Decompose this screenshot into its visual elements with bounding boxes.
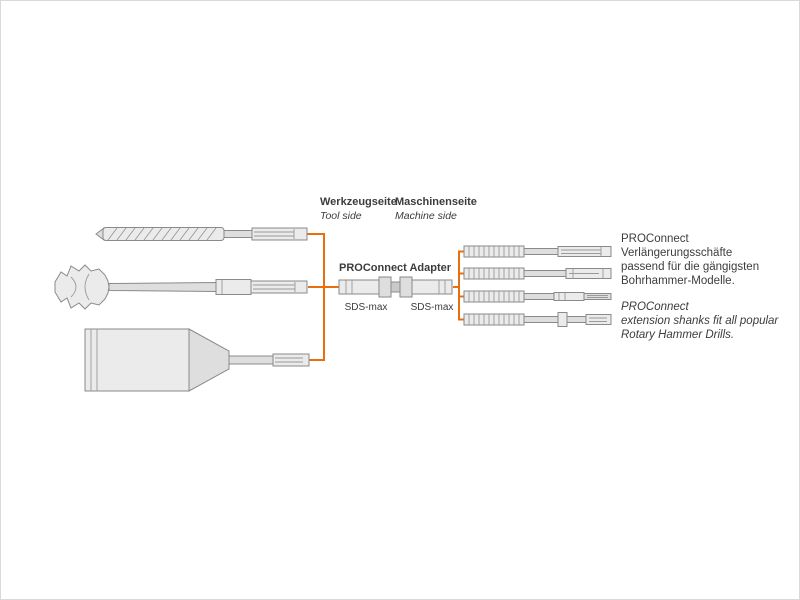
- description-line: PROConnect: [621, 233, 689, 245]
- description-line: Bohrhammer-Modelle.: [621, 275, 735, 287]
- description-block: PROConnect Verlängerungsschäfte passend …: [621, 232, 796, 342]
- adapter-tool-socket-label: SDS-max: [344, 302, 388, 313]
- proconnect-adapter-icon: [338, 276, 453, 298]
- machine-side-subtitle: Machine side: [395, 210, 457, 222]
- extension-shank-3-icon: [463, 290, 612, 303]
- tool-side-header: Werkzeugseite Tool side: [320, 196, 397, 222]
- description-line: passend für die gängigsten: [621, 261, 760, 273]
- tool-side-title: Werkzeugseite: [320, 196, 397, 208]
- machine-side-header: Maschinenseite Machine side: [395, 196, 477, 222]
- description-line: Rotary Hammer Drills.: [621, 329, 735, 341]
- adapter-label: PROConnect Adapter: [339, 262, 452, 274]
- extension-shank-2-icon: [463, 267, 612, 280]
- extension-shank-4-icon: [463, 312, 612, 327]
- breakthrough-bit-icon: [54, 264, 308, 310]
- adapter-machine-socket-label: SDS-max: [410, 302, 454, 313]
- description-line: extension shanks fit all popular: [621, 315, 779, 327]
- description-german: PROConnect Verlängerungsschäfte passend …: [621, 232, 796, 288]
- tool-side-subtitle: Tool side: [320, 210, 362, 222]
- description-line: PROConnect: [621, 301, 689, 313]
- extension-shank-1-icon: [463, 245, 612, 258]
- core-cutter-icon: [84, 328, 310, 392]
- machine-side-title: Maschinenseite: [395, 196, 477, 208]
- spiral-drill-bit-icon: [95, 227, 308, 241]
- description-line: Verlängerungsschäfte: [621, 247, 733, 259]
- description-english: PROConnect extension shanks fit all popu…: [621, 300, 796, 342]
